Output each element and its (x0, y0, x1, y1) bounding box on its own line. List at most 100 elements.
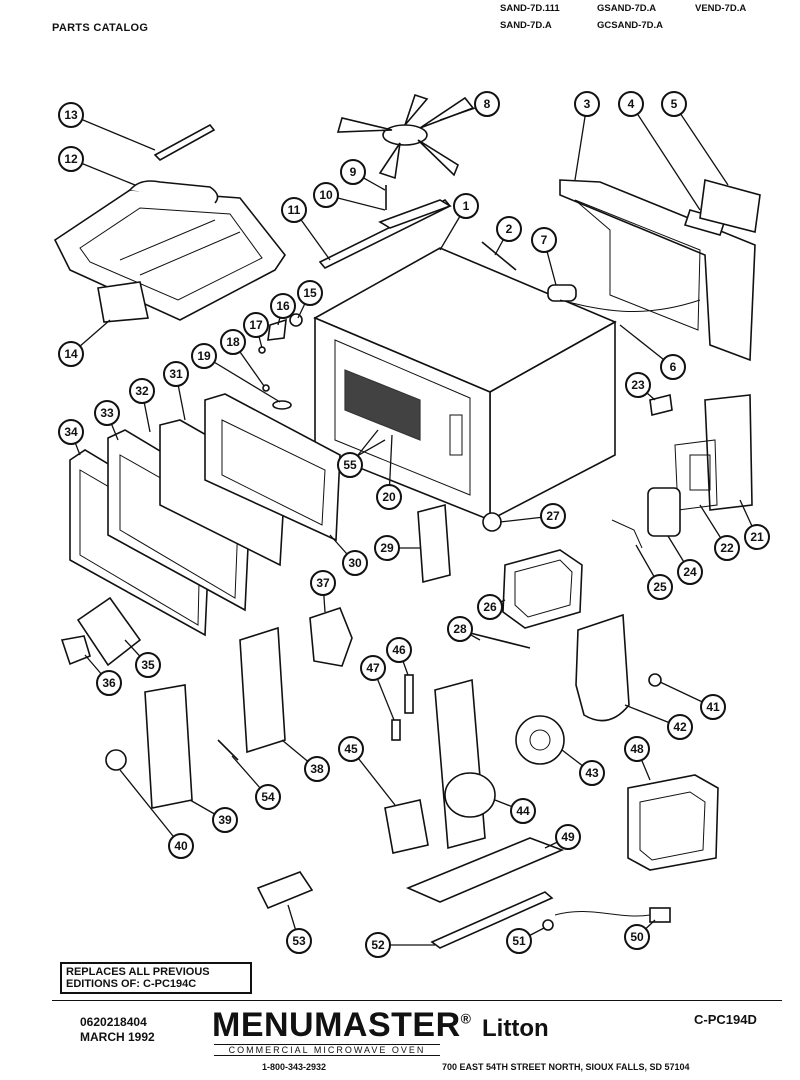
callout-number: 10 (319, 188, 333, 202)
registered-mark: ® (460, 1010, 472, 1027)
callout-number: 34 (64, 425, 78, 439)
callout-circle (342, 550, 368, 576)
callout-31: 31 (163, 361, 189, 387)
part-bracket (97, 281, 149, 323)
callout-51: 51 (506, 928, 532, 954)
part-interlock-bracket (144, 684, 193, 809)
callout-circle (96, 670, 122, 696)
part-shield-plate (153, 123, 216, 161)
callout-number: 9 (350, 165, 357, 179)
callout-number: 16 (276, 299, 290, 313)
callout-circle (304, 756, 330, 782)
callout-leader-19 (203, 355, 281, 403)
catalog-title: PARTS CATALOG (52, 22, 149, 34)
callout-25: 25 (647, 574, 673, 600)
callout-26: 26 (477, 594, 503, 620)
part-switch-block (417, 503, 451, 584)
callout-50: 50 (624, 924, 650, 950)
callout-14: 14 (58, 341, 84, 367)
callout-circle (337, 452, 363, 478)
callout-number: 45 (344, 742, 358, 756)
callout-circle (129, 378, 155, 404)
phone-number: 1-800-343-2932 (262, 1062, 327, 1072)
callout-circle (453, 193, 479, 219)
part-number-block: 0620218404 MARCH 1992 (80, 1015, 155, 1045)
callout-circle (297, 280, 323, 306)
callout-number: 37 (316, 576, 330, 590)
callout-circle (374, 535, 400, 561)
callout-53: 53 (286, 928, 312, 954)
callout-circle (579, 760, 605, 786)
callout-number: 1 (463, 199, 470, 213)
part-power-cord (554, 910, 651, 917)
part-stirrer-bracket (434, 678, 496, 850)
part-motor-support (378, 199, 452, 229)
callout-number: 17 (249, 318, 263, 332)
callout-circle (510, 798, 536, 824)
callout-circle (625, 372, 651, 398)
callout-circle (714, 535, 740, 561)
callout-number: 21 (750, 530, 764, 544)
callout-9: 9 (340, 159, 366, 185)
model-number: GSAND-7D.A (597, 3, 657, 14)
callout-41: 41 (700, 694, 726, 720)
callout-circle (700, 694, 726, 720)
callout-20: 20 (376, 484, 402, 510)
callout-number: 29 (380, 541, 394, 555)
callout-circle (477, 594, 503, 620)
part-hv-capacitor (647, 487, 681, 537)
callout-number: 15 (303, 286, 317, 300)
replaces-line-1: REPLACES ALL PREVIOUS (66, 966, 210, 978)
callout-circle (94, 400, 120, 426)
part-control-frame (559, 178, 761, 362)
part-blower-housing (575, 613, 630, 722)
callout-number: 11 (288, 203, 301, 217)
callout-10: 10 (313, 182, 339, 208)
callout-33: 33 (94, 400, 120, 426)
callout-number: 46 (392, 643, 406, 657)
callout-number: 38 (310, 762, 324, 776)
callout-circle (243, 312, 269, 338)
callout-number: 23 (631, 378, 645, 392)
callout-32: 32 (129, 378, 155, 404)
callout-number: 8 (484, 97, 491, 111)
callout-number: 12 (64, 152, 78, 166)
callout-47: 47 (360, 655, 386, 681)
company-address: 700 EAST 54TH STREET NORTH, SIOUX FALLS,… (442, 1062, 690, 1072)
part-clip (649, 394, 673, 416)
part-hv-bracket (674, 394, 753, 511)
callout-42: 42 (667, 714, 693, 740)
callout-circle (496, 216, 522, 242)
callout-40: 40 (168, 833, 194, 859)
callout-15: 15 (297, 280, 323, 306)
callout-circle (340, 159, 366, 185)
part-door-switch (309, 607, 353, 667)
callout-number: 26 (483, 600, 497, 614)
callout-6: 6 (660, 354, 686, 380)
callout-circle (135, 652, 161, 678)
callout-circle (574, 91, 600, 117)
callout-circle (667, 714, 693, 740)
callout-52: 52 (365, 932, 391, 958)
callout-7: 7 (531, 227, 557, 253)
part-outer-cabinet (313, 247, 617, 522)
callout-46: 46 (386, 637, 412, 663)
issue-date: MARCH 1992 (80, 1030, 155, 1044)
model-number: SAND-7D.111 (500, 3, 560, 14)
callout-39: 39 (212, 807, 238, 833)
part-number: 0620218404 (80, 1015, 147, 1029)
callout-28: 28 (447, 616, 473, 642)
company-logo: Litton (482, 1015, 549, 1042)
callout-leader-5 (673, 103, 729, 186)
callout-number: 54 (261, 790, 275, 804)
callout-37: 37 (310, 570, 336, 596)
callout-circle (58, 146, 84, 172)
callout-38: 38 (304, 756, 330, 782)
callout-12: 12 (58, 146, 84, 172)
callout-48: 48 (624, 736, 650, 762)
part-base-plate (405, 837, 565, 903)
callout-circle (365, 932, 391, 958)
callout-number: 53 (292, 934, 306, 948)
callout-circle (313, 182, 339, 208)
callout-number: 41 (706, 700, 720, 714)
